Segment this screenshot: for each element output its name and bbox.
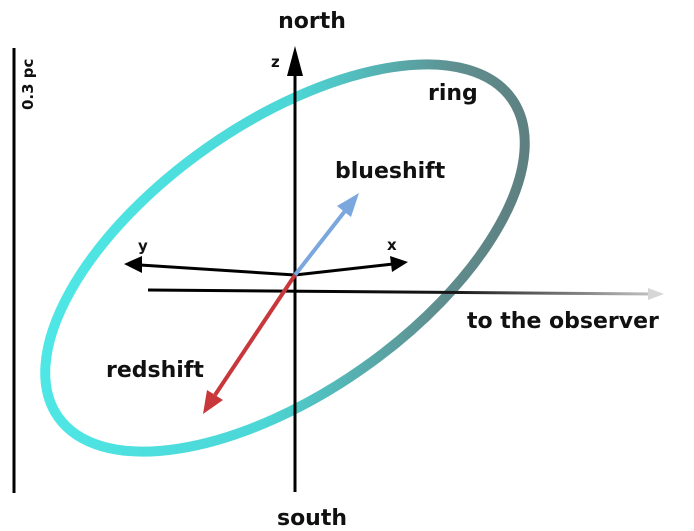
- observer-label: to the observer: [467, 309, 659, 334]
- z-axis-label: z: [271, 53, 280, 71]
- south-label: south: [277, 506, 347, 531]
- y-axis-arrowhead: [124, 256, 142, 273]
- blueshift-arrowhead: [337, 193, 359, 217]
- x-axis-label: x: [387, 236, 397, 254]
- x-axis-arrowhead: [390, 256, 408, 272]
- y-axis-label: y: [138, 237, 148, 255]
- blueshift-label: blueshift: [335, 159, 446, 184]
- north-label: north: [278, 9, 346, 34]
- ring: [40, 59, 530, 457]
- x-axis: [294, 262, 394, 277]
- y-axis: [139, 263, 296, 277]
- ring-label: ring: [428, 81, 478, 106]
- scale-label: 0.3 pc: [19, 59, 37, 110]
- redshift-arrowhead: [203, 390, 223, 414]
- blueshift-arrow-shaft: [293, 209, 347, 277]
- z-axis-arrowhead: [287, 46, 303, 76]
- observer-axis: [147, 288, 653, 296]
- redshift-arrow-shaft: [213, 273, 297, 397]
- observer-arrowhead: [648, 288, 664, 300]
- redshift-label: redshift: [106, 358, 204, 383]
